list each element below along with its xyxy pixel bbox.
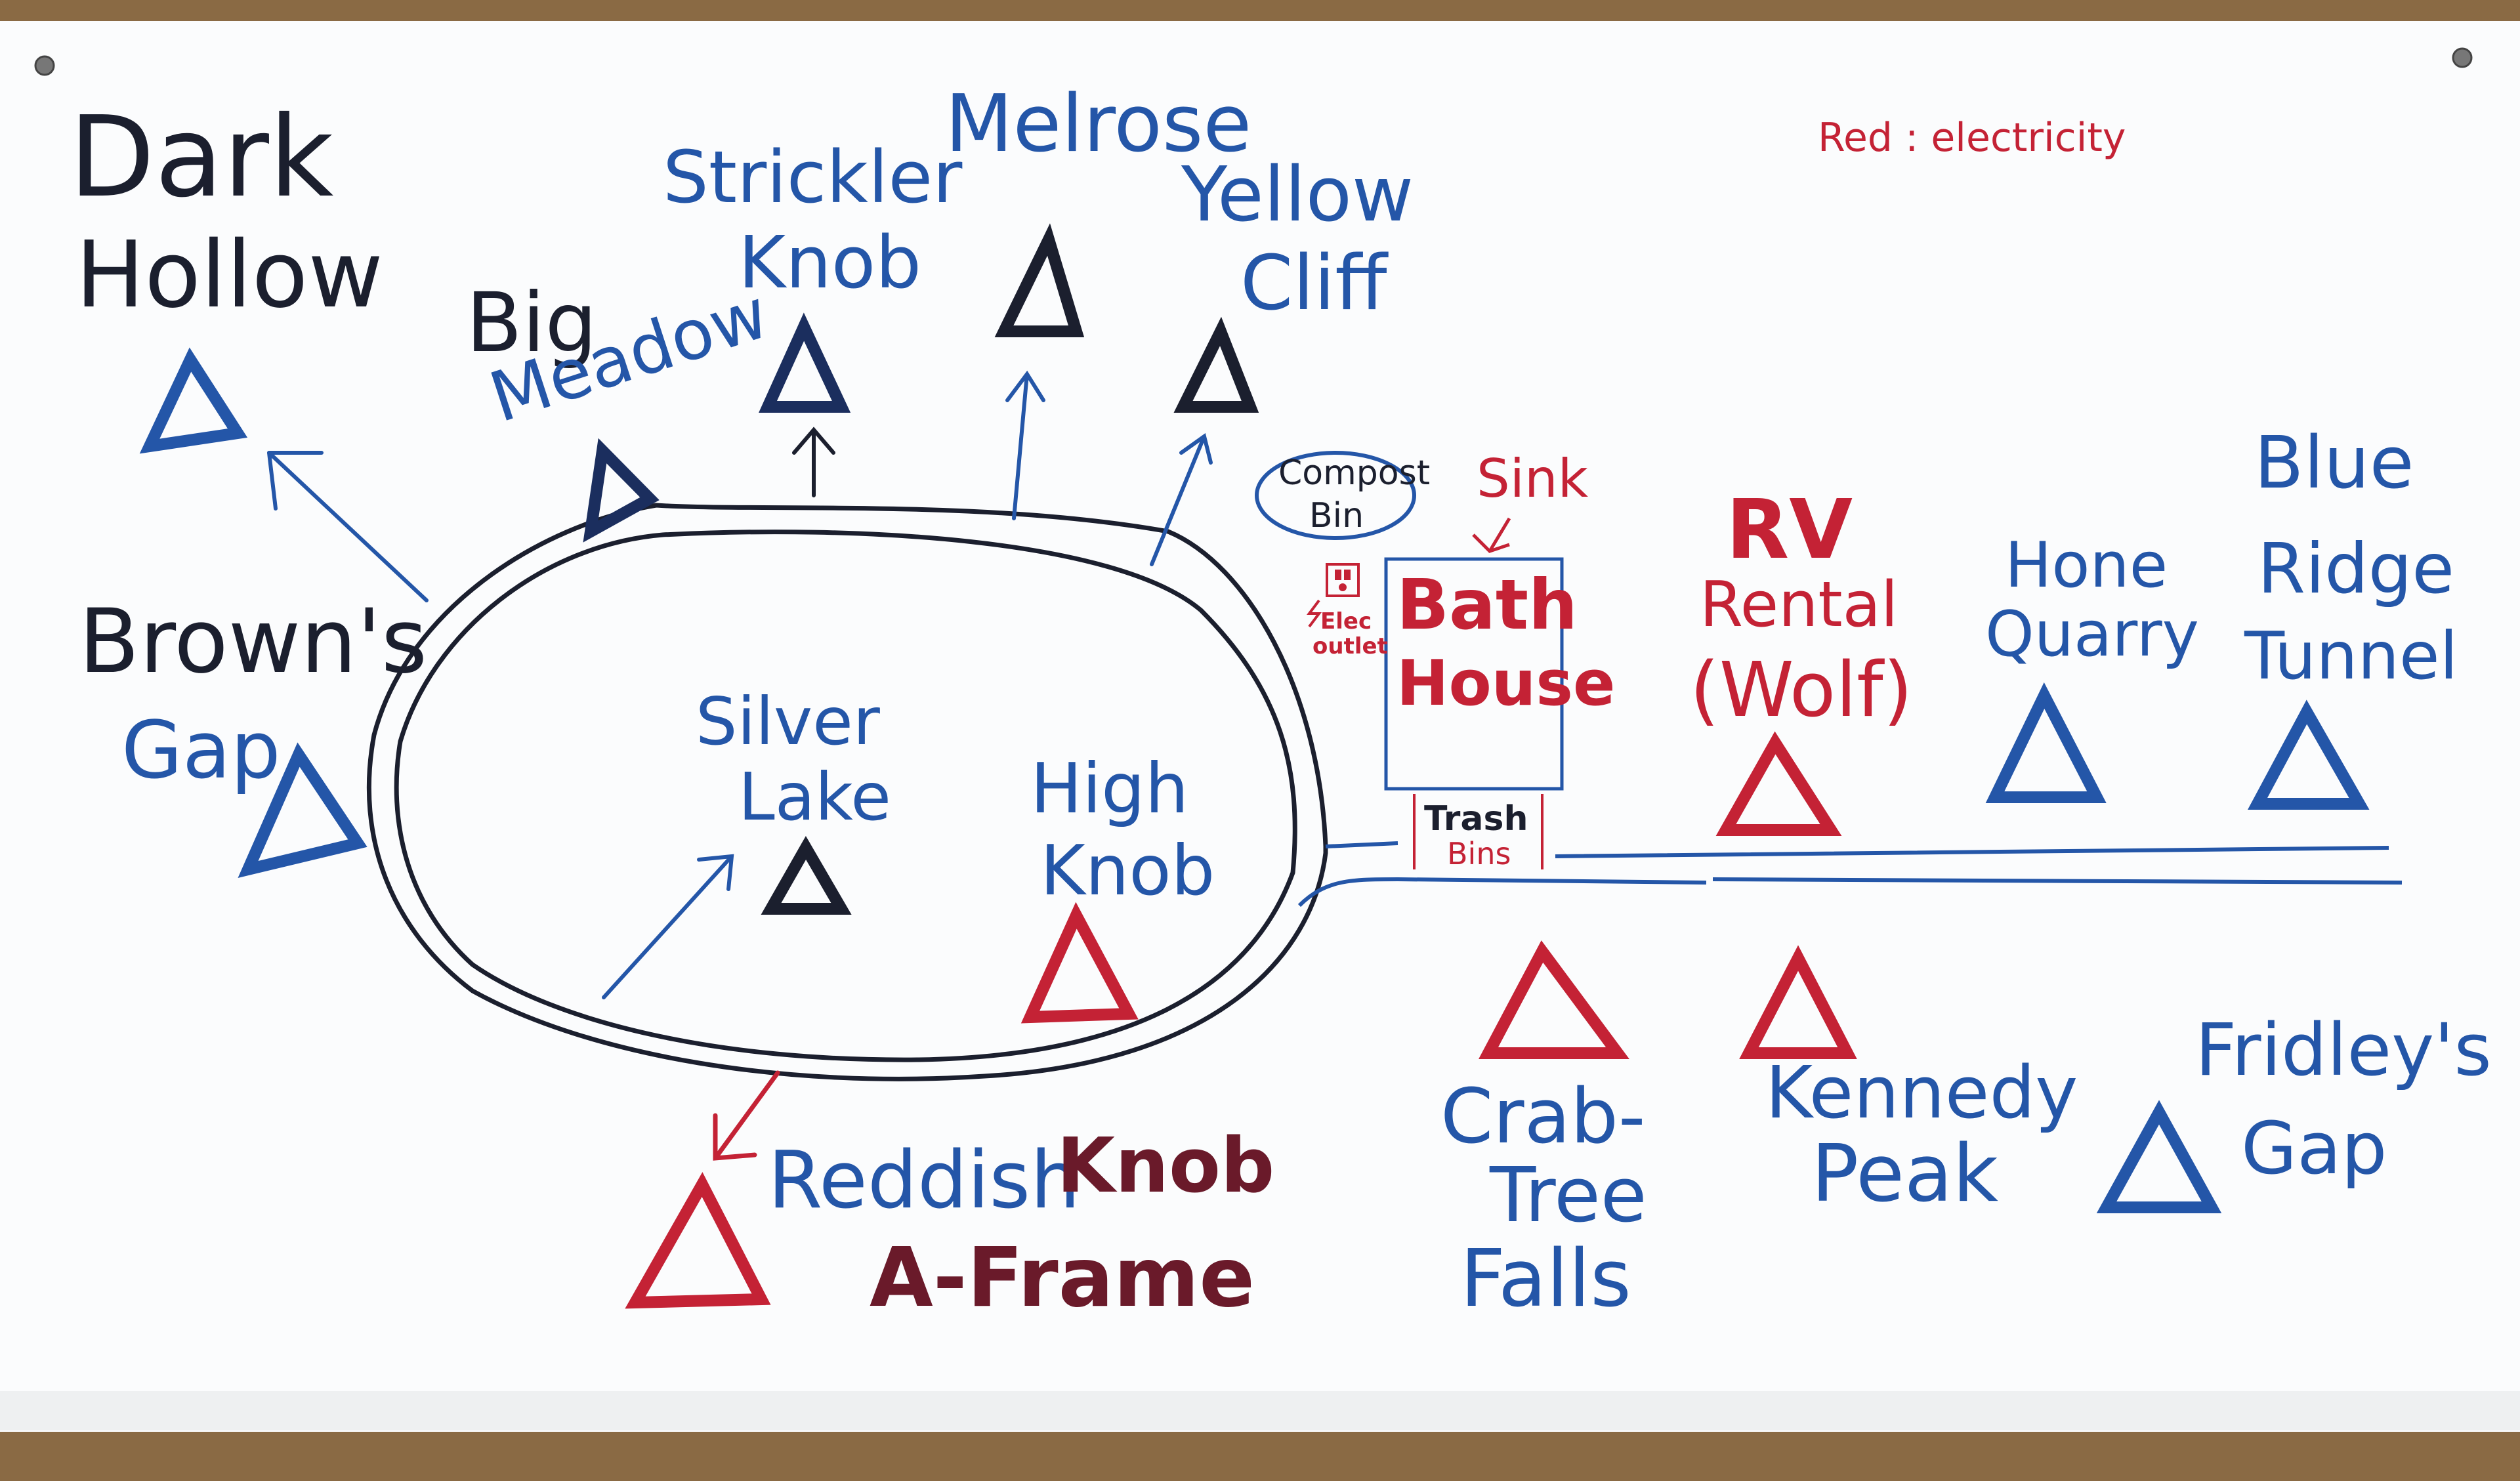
tent-site-blue-ridge-tunnel-icon: [2247, 699, 2370, 810]
tent-site-crab-tree-falls-icon: [1479, 940, 1629, 1059]
tent-site-melrose-icon: [994, 223, 1085, 337]
elec-outlet-label-2: outlet: [1312, 633, 1388, 659]
site-label-reddish-knob: Knob: [1057, 1122, 1275, 1210]
outlet-icon: [1307, 563, 1360, 628]
site-label-crab-tree-falls: Crab-: [1440, 1073, 1646, 1161]
legend-text: Red : electricity: [1818, 115, 2126, 161]
site-label-hone-quarry: Hone: [2005, 530, 2168, 602]
main-road-upper: [1325, 841, 2389, 858]
tent-site-yellow-cliff-icon: [1173, 316, 1259, 413]
site-label-blue-ridge-tunnel-3: Tunnel: [2244, 617, 2458, 694]
site-label-blue-ridge-tunnel-2: Ridge: [2258, 529, 2455, 609]
pin-icon: [34, 55, 55, 76]
compost-bin-outline: [1255, 451, 1416, 540]
site-label-crab-tree-falls-2: Tree: [1490, 1152, 1647, 1240]
trash-bins-label-2: Bins: [1447, 836, 1511, 871]
site-label-fridleys-gap-2: Gap: [2241, 1106, 2387, 1190]
site-label-silver-lake: Silver: [696, 683, 880, 760]
site-label-kennedy-peak-2: Peak: [1811, 1129, 1998, 1220]
site-label-yellow-cliff: Yellow: [1181, 151, 1414, 239]
sink-label: Sink: [1477, 448, 1589, 509]
site-label-strickler-knob: Strickler: [663, 135, 963, 219]
site-label-rv-wolf: (Wolf): [1690, 646, 1913, 734]
tent-site-fridleys-gap-icon: [2096, 1100, 2222, 1213]
elec-outlet-label: Elec: [1320, 608, 1372, 635]
site-label-yellow-cliff-2: Cliff: [1240, 240, 1387, 327]
tent-site-strickler-knob-icon: [759, 312, 851, 413]
tent-site-hone-quarry-icon: [1985, 682, 2107, 803]
site-label-rv: RV: [1726, 482, 1853, 577]
site-label-strickler-knob-2: Knob: [738, 220, 921, 304]
tent-site-big-meadow-icon: [583, 438, 660, 543]
loop-road-inner: [394, 530, 1297, 1062]
tent-site-reddish-knob-icon: [625, 1172, 771, 1309]
site-label-a-frame: A-Frame: [870, 1230, 1255, 1325]
compost-bin-label-2: Bin: [1309, 496, 1364, 535]
tent-site-dark-hollow-icon: [139, 347, 248, 454]
main-road-lower: [1297, 877, 2403, 907]
site-label-dark-hollow: Dark: [69, 93, 334, 222]
pin-icon: [2452, 47, 2473, 68]
site-label-melrose: Melrose: [945, 79, 1252, 170]
trash-bins-outline: [1413, 794, 1544, 869]
tent-site-kennedy-peak-icon: [1739, 945, 1857, 1059]
loop-road-outer: [366, 503, 1328, 1081]
site-label-fridleys-gap: Fridley's: [2195, 1008, 2492, 1092]
sink-arrow: [1472, 517, 1511, 553]
site-label-big-meadow: Big: [466, 276, 597, 371]
compost-bin-label: Compost: [1278, 453, 1431, 493]
whiteboard: [0, 21, 2520, 1432]
site-label-browns-gap-2: Gap: [121, 705, 281, 797]
direction-arrows: [267, 370, 1213, 999]
site-label-hone-quarry-2: Quarry: [1985, 598, 2199, 671]
tent-site-silver-lake-icon: [761, 835, 852, 915]
trash-bins-label: Trash: [1424, 799, 1528, 839]
site-label-dark-hollow-2: Hollow: [75, 222, 383, 329]
tent-site-browns-gap-icon: [238, 742, 368, 878]
bath-house-outline: [1384, 557, 1564, 791]
site-label-silver-lake-2: Lake: [738, 759, 891, 835]
site-label-high-knob: High: [1030, 749, 1189, 829]
tent-site-high-knob-icon: [1020, 902, 1139, 1024]
site-label-reddish: Reddish: [768, 1135, 1081, 1226]
site-label-blue-ridge-tunnel: Blue: [2254, 421, 2414, 505]
site-label-rv-rental: Rental: [1700, 569, 1899, 641]
board-tray: [0, 1391, 2520, 1430]
tent-site-rv-rental-icon: [1715, 731, 1842, 836]
reddish-knob-arrow: [713, 1070, 780, 1161]
site-label-kennedy-peak: Kennedy: [1765, 1051, 2078, 1135]
bath-house-label-2: House: [1396, 648, 1616, 720]
site-label-crab-tree-falls-3: Falls: [1460, 1234, 1631, 1325]
bath-house-label: Bath: [1396, 565, 1578, 645]
site-label-high-knob-2: Knob: [1040, 831, 1215, 911]
site-label-browns-gap: Brown's: [79, 590, 428, 693]
